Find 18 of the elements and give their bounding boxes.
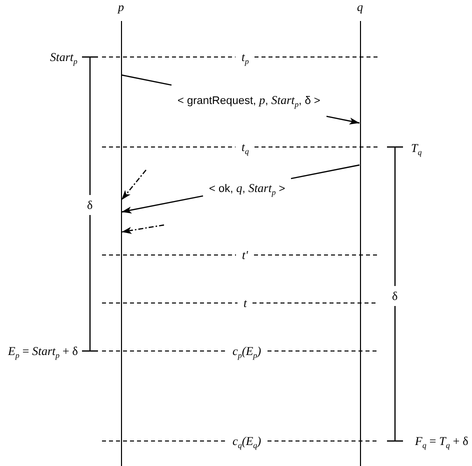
- formula-label: F$_{q}$ = T$_{q}$ + δ: [415, 434, 468, 448]
- time-label: t: [244, 296, 247, 310]
- dash-dot-arrow: [121, 170, 146, 200]
- message-arrow: [120, 164, 360, 214]
- time-label: t$_{q}$: [242, 140, 249, 154]
- time-label: c$_{q}$(E$_{q}$): [232, 434, 262, 448]
- time-label: t$_{p}$: [242, 50, 249, 64]
- process-label: p: [118, 0, 124, 14]
- timestamp-label: Start$_{p}$: [50, 50, 78, 64]
- time-label: t': [242, 248, 248, 262]
- message-arrow: [120, 74, 360, 124]
- time-label: c$_{p}$(E$_{p}$): [232, 344, 262, 358]
- formula-label: E$_{p}$ = Start$_{p}$ + δ: [8, 344, 78, 358]
- timestamp-label: T$_{q}$: [411, 141, 422, 155]
- process-label: q: [357, 0, 363, 14]
- interval-label: δ: [392, 289, 398, 303]
- dash-dot-arrow: [121, 224, 164, 234]
- interval-label: δ: [87, 198, 93, 212]
